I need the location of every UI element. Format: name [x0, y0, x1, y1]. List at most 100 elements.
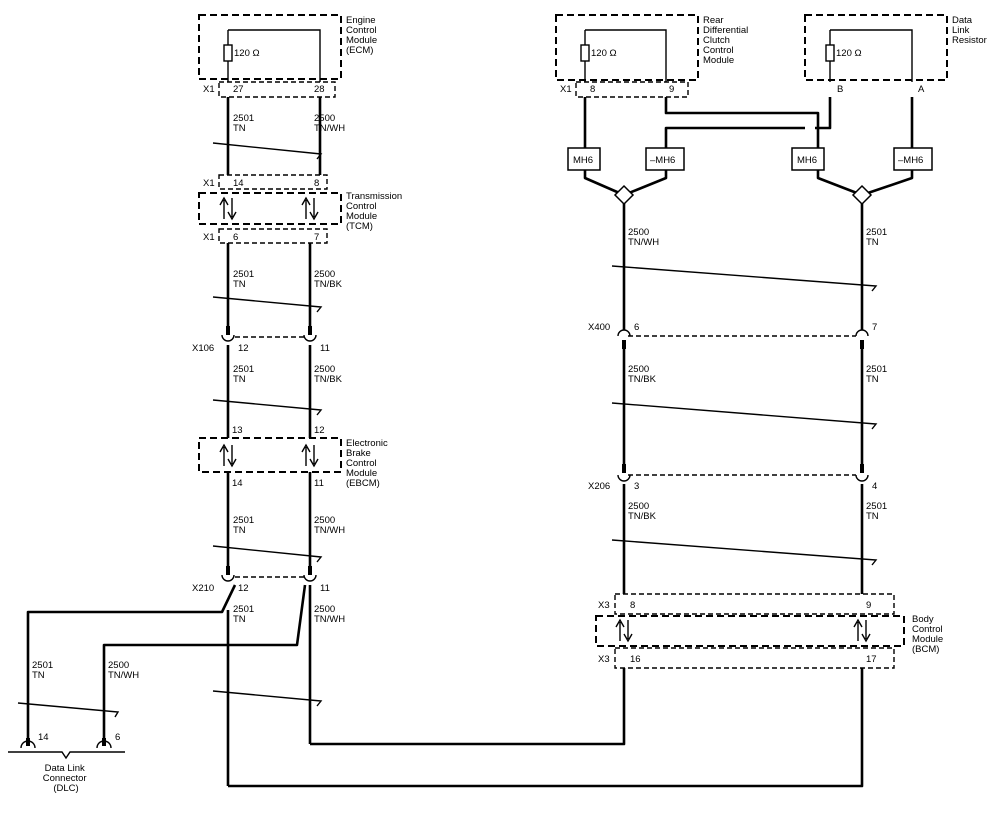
ecm-terminating-resistor — [223, 29, 321, 82]
bcm-connector-top — [614, 593, 895, 615]
pin-label: 14 — [232, 478, 243, 489]
pin-label: 11 — [320, 583, 330, 594]
bcm-data-arrows — [615, 618, 871, 643]
mh6-label-4: –MH6 — [898, 155, 923, 166]
pin-label: 9 — [669, 84, 674, 95]
pin-label: 13 — [232, 425, 243, 436]
pin-label: 16 — [630, 654, 641, 665]
dlr-resistor-value: 120 Ω — [836, 48, 862, 59]
ecm-name: Engine Control Module (ECM) — [346, 15, 380, 56]
pin-label: 7 — [872, 322, 877, 333]
pin-label: 11 — [314, 478, 324, 489]
rdccm-terminating-resistor — [580, 29, 667, 82]
pin-label: 12 — [314, 425, 325, 436]
tcm-module-box — [198, 192, 342, 225]
bcm-name: Body Control Module (BCM) — [912, 614, 946, 655]
mh6-box-3: MH6 — [791, 147, 825, 171]
pin-label: 8 — [314, 178, 319, 189]
mh6-box-4: –MH6 — [893, 147, 933, 171]
ecm-module-box — [198, 14, 342, 80]
x106-connector-id: X106 — [192, 343, 214, 354]
rdccm-resistor-value: 120 Ω — [591, 48, 617, 59]
x206-connector-id: X206 — [588, 481, 610, 492]
pin-label: 6 — [634, 322, 639, 333]
bcm-module-box — [595, 615, 905, 647]
bcm-top-connector-id: X3 — [598, 600, 610, 611]
dlc-name: Data Link Connector (DLC) — [43, 763, 89, 794]
splice-diamond-left — [613, 184, 635, 206]
splice-diamond-right — [851, 184, 873, 206]
bcm-connector-bottom — [614, 647, 895, 669]
pin-label: 27 — [233, 84, 244, 95]
ebcm-data-arrows — [219, 443, 319, 468]
tcm-top-connector-id: X1 — [203, 178, 215, 189]
mh6-label-1: MH6 — [573, 155, 593, 166]
ebcm-module-box — [198, 437, 342, 473]
tcm-bottom-connector-id: X1 — [203, 232, 215, 243]
mh6-label-3: MH6 — [797, 155, 817, 166]
mh6-box-1: MH6 — [567, 147, 601, 171]
twisted-pair-markers — [17, 142, 878, 718]
x400-connector-id: X400 — [588, 322, 610, 333]
ecm-resistor-value: 120 Ω — [234, 48, 260, 59]
tcm-connector-bottom — [218, 228, 328, 244]
pin-label: 8 — [590, 84, 595, 95]
pin-label: 3 — [634, 481, 639, 492]
pin-label: 11 — [320, 343, 330, 354]
pin-label: 17 — [866, 654, 877, 665]
pin-label: 14 — [233, 178, 244, 189]
dlr-terminating-resistor — [825, 29, 913, 82]
pin-label: 6 — [115, 732, 120, 743]
pin-label: 7 — [314, 232, 319, 243]
pin-label: 14 — [38, 732, 49, 743]
pin-label: 4 — [872, 481, 877, 492]
bcm-bottom-connector-id: X3 — [598, 654, 610, 665]
pin-label: B — [837, 84, 843, 95]
ecm-connector-id: X1 — [203, 84, 215, 95]
tcm-connector-top — [218, 174, 328, 190]
mh6-label-2: –MH6 — [650, 155, 675, 166]
tcm-data-arrows — [219, 196, 319, 221]
x210-connector-id: X210 — [192, 583, 214, 594]
left-bus-wires — [26, 97, 864, 788]
dlr-module-box — [804, 14, 948, 81]
pin-label: 28 — [314, 84, 325, 95]
dlr-name: Data Link Resistor — [952, 15, 987, 46]
pin-label: 12 — [238, 343, 249, 354]
rdccm-connector-id: X1 — [560, 84, 572, 95]
pin-label: 8 — [630, 600, 635, 611]
ecm-connector-box — [218, 81, 336, 98]
inline-connector-symbols — [8, 326, 869, 760]
mh6-box-2: –MH6 — [645, 147, 685, 171]
pin-label: 6 — [233, 232, 238, 243]
pin-label: A — [918, 84, 925, 95]
pin-label: 12 — [238, 583, 249, 594]
tcm-name: Transmission Control Module (TCM) — [346, 191, 405, 232]
pin-numbers: 27 28 14 8 6 7 12 11 13 12 14 11 12 11 8… — [38, 84, 925, 743]
rdccm-module-box — [555, 14, 699, 81]
pin-label: 9 — [866, 600, 871, 611]
rdccm-name: Rear Differential Clutch Control Module — [703, 15, 751, 66]
ebcm-name: Electronic Brake Control Module (EBCM) — [346, 438, 390, 489]
rdccm-connector-box — [575, 81, 689, 98]
